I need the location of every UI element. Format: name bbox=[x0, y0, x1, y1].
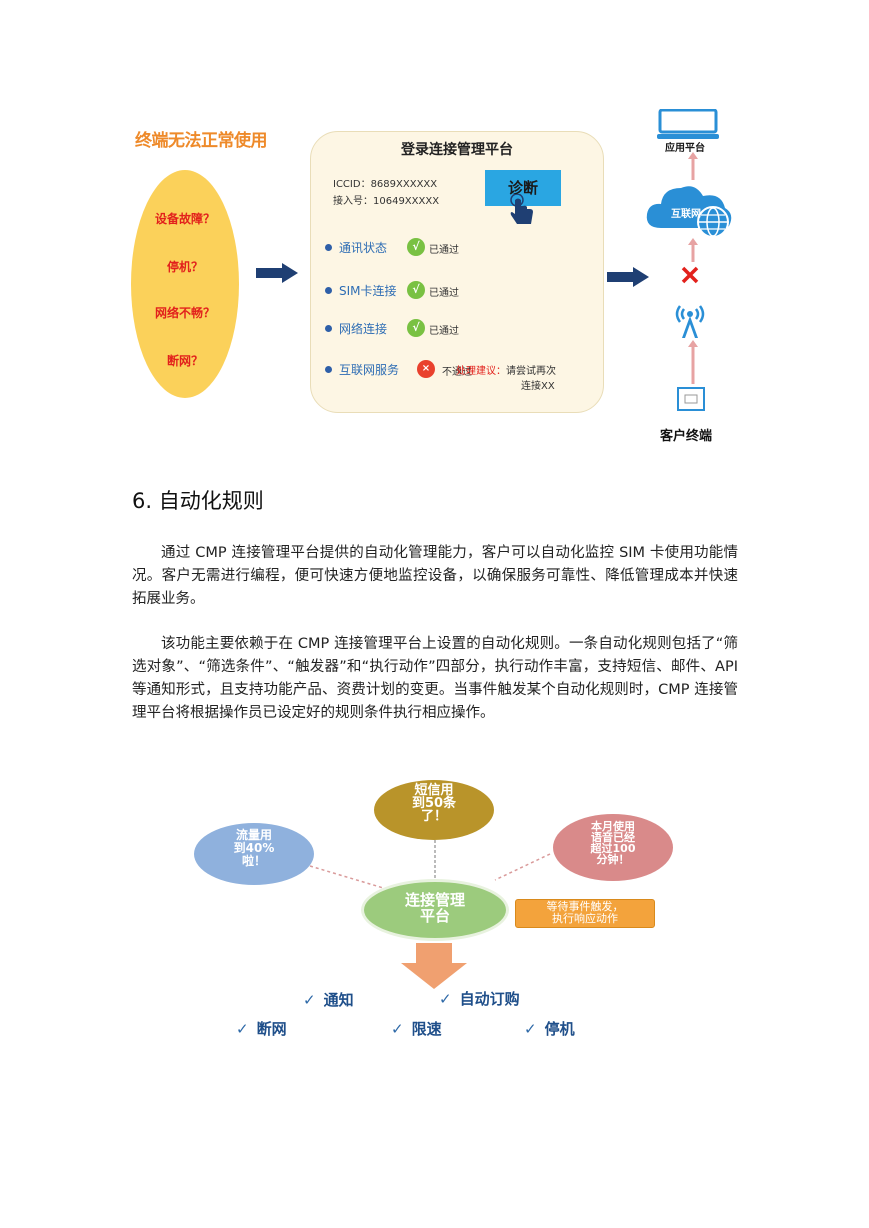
signal-tower-icon bbox=[675, 305, 705, 338]
bubble-sms-line: 了！ bbox=[420, 809, 447, 824]
customer-terminal-label: 客户终端 bbox=[660, 429, 713, 444]
oval-item-suspended: 停机？ bbox=[166, 260, 203, 274]
arrow-down-icon bbox=[401, 943, 467, 989]
blocked-x-icon bbox=[681, 266, 699, 284]
oval-item-device-fault: 设备故障？ bbox=[154, 212, 215, 226]
problem-oval: 设备故障？ 停机？ 网络不畅？ 断网？ bbox=[131, 170, 239, 398]
arrow-right-icon bbox=[607, 267, 649, 287]
bullet-icon bbox=[325, 287, 332, 294]
suggestion-label: 处理建议： bbox=[456, 366, 506, 377]
paragraph-2: 该功能主要依赖于在 CMP 连接管理平台上设置的自动化规则。一条自动化规则包括了… bbox=[132, 636, 738, 721]
iccid-text: ICCID：8689XXXXXX bbox=[333, 179, 438, 190]
action-suspend: ✓ 停机 bbox=[524, 1018, 575, 1039]
bubble-sms: 短信用 到50条 了！ bbox=[374, 780, 494, 840]
check-status: 已通过 bbox=[429, 288, 459, 299]
action-throttle: ✓ 限速 bbox=[391, 1018, 442, 1039]
internet-label: 互联网 bbox=[671, 209, 701, 220]
cloud-icon bbox=[646, 186, 732, 238]
action-label: 通知 bbox=[323, 991, 354, 1009]
check-icon: ✓ bbox=[236, 1020, 249, 1038]
bubble-traffic-line: 流量用 bbox=[235, 828, 272, 842]
bubble-voice: 本月使用 语音已经 超过100 分钟！ bbox=[553, 814, 673, 881]
check-icon: ✓ bbox=[524, 1020, 537, 1038]
bubble-traffic: 流量用 到40% 啦！ bbox=[194, 823, 314, 885]
bullet-icon bbox=[325, 325, 332, 332]
oval-item-network-slow: 网络不畅？ bbox=[154, 306, 215, 320]
bubble-voice-line: 分钟！ bbox=[596, 853, 630, 866]
panel-title: 登录连接管理平台 bbox=[401, 142, 513, 158]
suggestion-text: 请尝试再次 bbox=[506, 366, 556, 377]
check-pass-icon: √ bbox=[407, 319, 425, 337]
sim-info: ICCID：8689XXXXXX 接入号：10649XXXXX bbox=[333, 176, 439, 210]
bubble-voice-line: 本月使用 bbox=[591, 820, 635, 833]
check-status: 已通过 bbox=[429, 245, 459, 256]
bubble-sms-line: 到50条 bbox=[411, 796, 457, 811]
check-status: 已通过 bbox=[429, 326, 459, 337]
check-pass-icon: √ bbox=[407, 281, 425, 299]
check-pass-icon: √ bbox=[407, 238, 425, 256]
bubble-traffic-line: 到40% bbox=[233, 841, 275, 855]
wait-tag-line: 执行响应动作 bbox=[552, 912, 618, 925]
sim-terminal-icon bbox=[677, 387, 705, 411]
pointer-hand-icon bbox=[510, 194, 533, 224]
bubble-sms-line: 短信用 bbox=[414, 783, 454, 798]
wait-trigger-tag: 等待事件触发， 执行响应动作 bbox=[515, 899, 655, 928]
platform-bubble-line: 平台 bbox=[419, 907, 450, 925]
check-icon: ✓ bbox=[391, 1020, 404, 1038]
check-icon: ✓ bbox=[303, 991, 316, 1009]
action-label: 断网 bbox=[256, 1020, 287, 1038]
suggestion-text-2: 连接XX bbox=[521, 381, 555, 392]
bubble-voice-line: 语音已经 bbox=[591, 831, 635, 844]
monitor-icon bbox=[657, 109, 719, 139]
action-label: 限速 bbox=[411, 1020, 442, 1038]
section-title: 6. 自动化规则 bbox=[132, 489, 264, 513]
arrow-up-icon bbox=[688, 340, 698, 384]
app-platform-label: 应用平台 bbox=[665, 143, 705, 154]
paragraph-1: 通过 CMP 连接管理平台提供的自动化管理能力，客户可以自动化监控 SIM 卡使… bbox=[132, 545, 738, 607]
action-notify: ✓ 通知 bbox=[303, 989, 354, 1010]
bullet-icon bbox=[325, 366, 332, 373]
wait-tag-line: 等待事件触发， bbox=[546, 900, 624, 913]
management-panel: 登录连接管理平台 ICCID：8689XXXXXX 接入号：10649XXXXX… bbox=[310, 131, 604, 413]
check-icon: ✓ bbox=[439, 990, 452, 1008]
bubble-voice-line: 超过100 bbox=[590, 842, 636, 855]
check-fail-icon: × bbox=[417, 360, 435, 378]
oval-item-disconnected: 断网？ bbox=[166, 354, 203, 368]
check-label: 通讯状态 bbox=[339, 241, 388, 255]
check-label: SIM卡连接 bbox=[339, 284, 397, 298]
check-status: 不通过 bbox=[442, 367, 472, 378]
connector-lines bbox=[309, 840, 551, 891]
action-label: 自动订购 bbox=[459, 990, 520, 1008]
arrow-up-icon bbox=[688, 152, 698, 180]
bubble-traffic-line: 啦！ bbox=[241, 854, 266, 868]
action-label: 停机 bbox=[544, 1020, 575, 1038]
action-disconnect: ✓ 断网 bbox=[236, 1018, 287, 1039]
platform-bubble: 连接管理 平台 bbox=[361, 879, 509, 941]
action-auto-order: ✓ 自动订购 bbox=[439, 988, 520, 1009]
access-number-text: 接入号：10649XXXXX bbox=[333, 196, 440, 207]
check-label: 互联网服务 bbox=[339, 363, 400, 377]
arrow-up-icon bbox=[688, 238, 698, 262]
bullet-icon bbox=[325, 244, 332, 251]
check-label: 网络连接 bbox=[339, 322, 388, 336]
arrow-right-icon bbox=[256, 263, 298, 283]
suggestion: 处理建议：请尝试再次 连接XX bbox=[456, 364, 556, 394]
warning-title: 终端无法正常使用 bbox=[135, 131, 268, 151]
platform-bubble-line: 连接管理 bbox=[404, 891, 465, 909]
